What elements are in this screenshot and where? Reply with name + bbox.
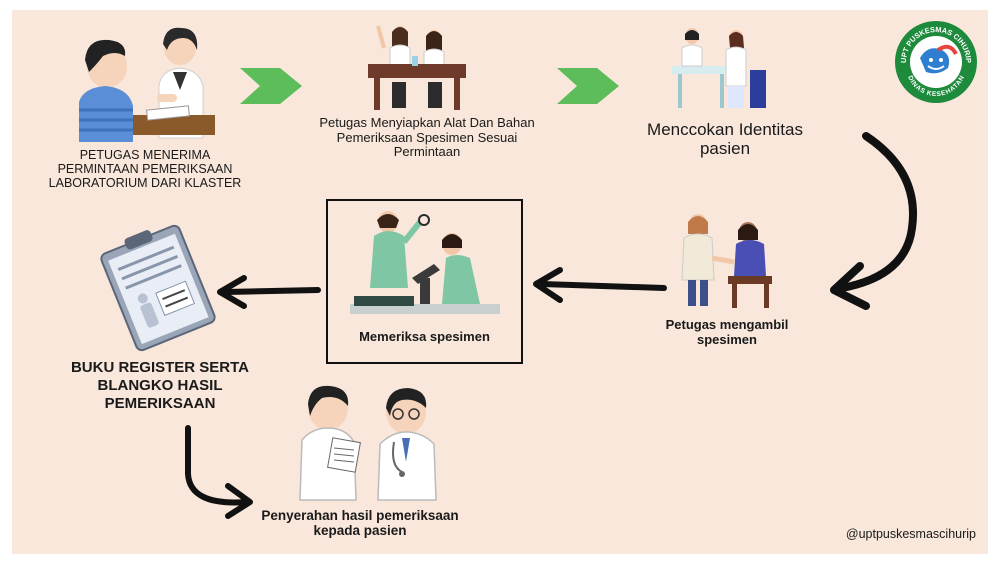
step1-illustration [79, 27, 215, 142]
step3-illustration [672, 28, 766, 108]
step6-illustration [100, 224, 216, 352]
arrow-left-to-step5 [533, 267, 667, 303]
step2-illustration [368, 25, 466, 110]
curved-arrow-to-step7 [185, 425, 253, 519]
step7-illustration [299, 385, 437, 501]
step5-illustration [350, 211, 500, 314]
step4-caption: Petugas mengambil spesimen [665, 317, 789, 347]
step5-box [326, 199, 523, 364]
puskesmas-logo: UPT PUSKESMAS CIHURIP DINAS KESEHATAN [895, 21, 977, 103]
step3-caption: Menccokan Identitas pasien [647, 120, 803, 159]
step4-illustration [681, 214, 772, 308]
green-chevron-arrow-1 [240, 68, 302, 104]
step1-caption: PETUGAS MENERIMA PERMINTAAN PEMERIKSAAN … [48, 148, 242, 190]
social-handle: @uptpuskesmascihurip [845, 527, 976, 541]
curved-arrow-right [830, 132, 917, 310]
step6-caption: BUKU REGISTER SERTA BLANGKO HASIL PEMERI… [70, 359, 250, 412]
step5-caption: Memeriksa spesimen [359, 329, 490, 344]
green-chevron-arrow-2 [557, 68, 619, 104]
step7-caption: Penyerahan hasil pemeriksaan kepada pasi… [261, 508, 459, 539]
arrow-left-to-step6 [217, 275, 321, 309]
step2-caption: Petugas Menyiapkan Alat Dan Bahan Pemeri… [319, 115, 535, 160]
